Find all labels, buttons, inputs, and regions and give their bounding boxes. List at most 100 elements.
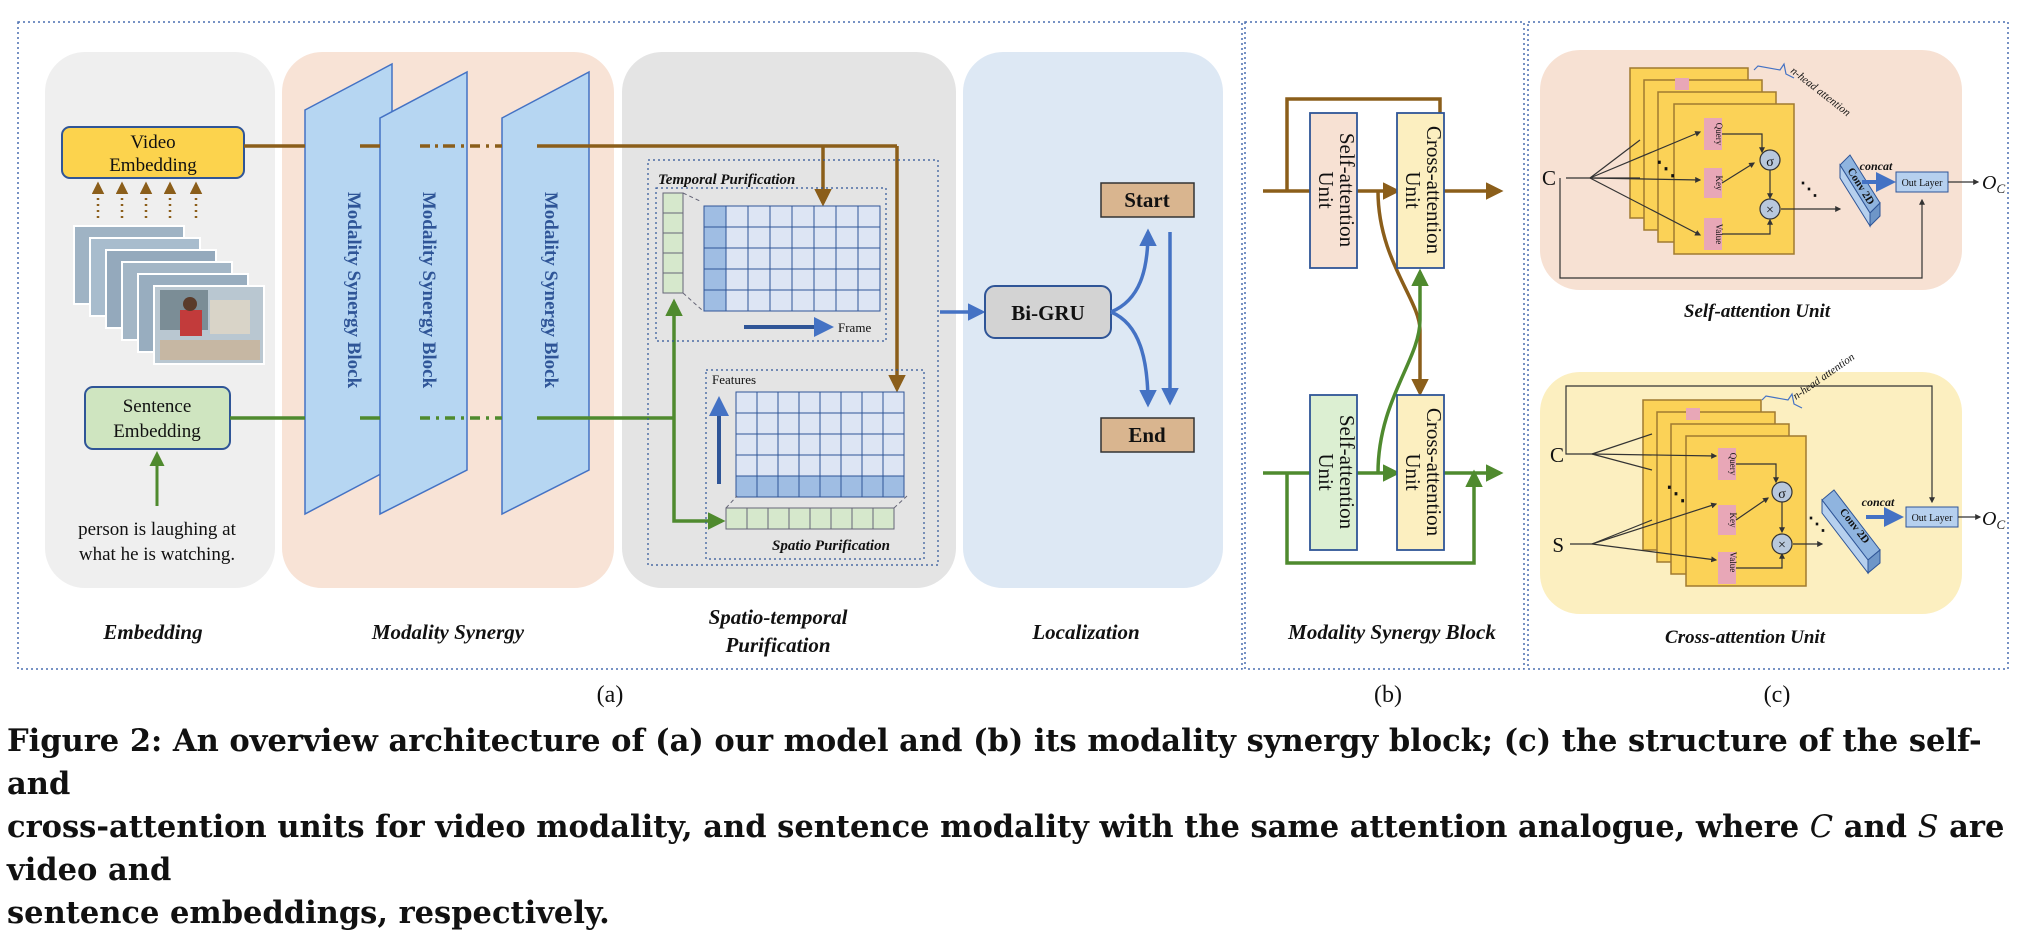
stage-title-embedding: Embedding [102,620,202,644]
self-attention-unit-video [1309,112,1358,269]
grid-cell [813,268,837,291]
grid-cell [777,454,800,477]
purification-outer-box [647,159,939,566]
cross-out-layer-label: Out Layer [1912,513,1953,524]
grid-cell [835,226,859,249]
cross-times-label: × [1778,538,1786,553]
grid-cell [747,226,771,249]
grid-cell [777,475,800,498]
grid-cell [725,268,749,291]
sentence-text-2: what he is watching. [79,544,235,565]
grid-cell [703,247,727,270]
self-value-label: Value [1714,224,1724,245]
temporal-purification-box [655,187,887,342]
grid-cell [857,226,881,249]
self-query-box [1704,118,1722,150]
self-output-label: OC [1982,172,2005,196]
temporal-projection-lines [682,192,703,311]
panel-b-title: Modality Synergy Block [1287,620,1496,644]
grid-cell [813,226,837,249]
temporal-grid [703,205,881,312]
sentence-embedding-label-1: Sentence [123,396,192,417]
grid-cell [861,475,884,498]
stage-title-synergy: Modality Synergy [371,620,525,644]
start-label: Start [1124,188,1170,212]
video-frames-image [73,225,265,365]
synergy-block-2 [379,70,468,516]
self-attention-label-video-1: Self-attention [1335,133,1359,248]
grid-cell [857,289,881,312]
caption-var-c: C [1809,810,1834,845]
grid-cell [747,289,771,312]
end-label: End [1128,423,1166,447]
self-sigma-node [1759,149,1781,171]
cross-attention-input-lines [1565,385,1935,563]
grid-cell [798,391,821,414]
caption-line-2-b: and [1833,809,1918,845]
grid-cell [857,247,881,270]
cross-attention-label-sentence-1: Cross-attention [1422,408,1446,537]
self-attention-label-video-2: Unit [1314,171,1338,209]
cross-value-box [1718,552,1736,584]
grid-cell [819,412,842,435]
cross-nhead-brace [1761,392,1803,409]
grid-cell [769,226,793,249]
cross-ellipsis: ⋱ [1666,483,1686,505]
self-sigma-label: σ [1766,155,1774,170]
start-box [1100,182,1195,218]
self-attention-label-sentence-1: Self-attention [1335,415,1359,530]
video-path [244,144,906,393]
grid-cell [882,454,905,477]
grid-cell [725,205,749,228]
frame-label: Frame [838,320,871,335]
grid-cell [747,268,771,291]
video-embedding-label-2: Embedding [109,155,197,176]
cross-sigma-node [1771,481,1793,503]
synergy-block-label-2: Modality Synergy Block [418,192,439,389]
self-attention-input-lines [1559,131,1925,279]
grid-cell [703,268,727,291]
grid-cell [703,205,727,228]
panel-c-frame [1527,21,2009,670]
grid-cell [835,289,859,312]
self-key-label: Key [1714,176,1724,191]
grid-cell [703,226,727,249]
cross-value-label: Value [1728,552,1738,573]
grid-cell [882,412,905,435]
cross-key-box [1718,505,1736,535]
grid-cell [861,391,884,414]
self-attention-internal-lines [1721,133,1842,235]
self-times-label: × [1766,203,1774,218]
grid-cell [735,412,758,435]
grid-cell [756,475,779,498]
grid-cell [819,475,842,498]
cross-attention-internal-lines [1735,463,1824,569]
grid-cell [756,391,779,414]
sentence-path [230,298,726,530]
grid-cell [777,391,800,414]
grid-cell [861,433,884,456]
grid-cell [791,247,815,270]
caption-line-3: sentence embeddings, respectively. [7,895,610,931]
spatio-purification-label: Spatio Purification [772,538,890,554]
grid-cell [882,433,905,456]
video-embedding-box [61,126,245,179]
grid-cell [791,205,815,228]
self-out-layer-label: Out Layer [1902,178,1943,189]
self-nhead-brace [1753,62,1795,79]
grid-cell [835,268,859,291]
grid-cell [882,475,905,498]
grid-cell [819,391,842,414]
bigru-to-start-arrow [1110,228,1157,314]
sentence-text-1: person is laughing at [78,519,237,540]
grid-cell [861,454,884,477]
grid-cell [769,247,793,270]
cross-concat-label: concat [1862,495,1895,509]
cross-c-input: C [1550,443,1564,467]
synergy-block-label-3: Modality Synergy Block [540,192,561,389]
grid-cell [882,391,905,414]
grid-cell [725,289,749,312]
grid-cell [735,454,758,477]
end-box [1100,417,1195,453]
stage-title-purification-2: Purification [724,633,830,657]
